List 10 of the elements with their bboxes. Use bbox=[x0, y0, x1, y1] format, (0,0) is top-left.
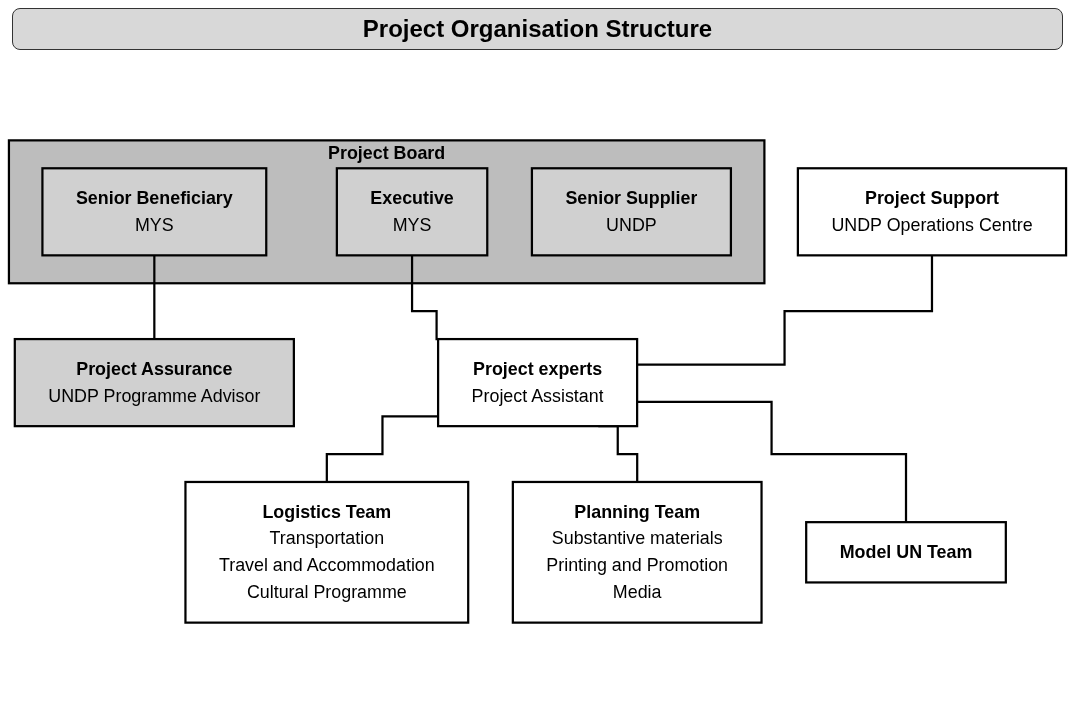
node-box: Senior Supplier UNDP bbox=[530, 167, 732, 257]
node-box: Project experts Project Assistant bbox=[437, 337, 639, 428]
title-banner: Project Organisation Structure bbox=[12, 8, 1063, 50]
node-box: Project Support UNDP Operations Centre bbox=[796, 167, 1068, 257]
node-box: Senior Beneficiary MYS bbox=[41, 167, 268, 257]
node-box: Model UN Team bbox=[805, 521, 1007, 584]
node-box: Logistics Team Transportation Travel and Accommodation Cultural Programme bbox=[184, 480, 470, 624]
node-box: Planning Team Substantive materials Printing and Promotion Media bbox=[511, 480, 763, 624]
node-box: Executive MYS bbox=[335, 167, 489, 257]
node-box: Project Assurance UNDP Programme Advisor bbox=[13, 337, 295, 428]
